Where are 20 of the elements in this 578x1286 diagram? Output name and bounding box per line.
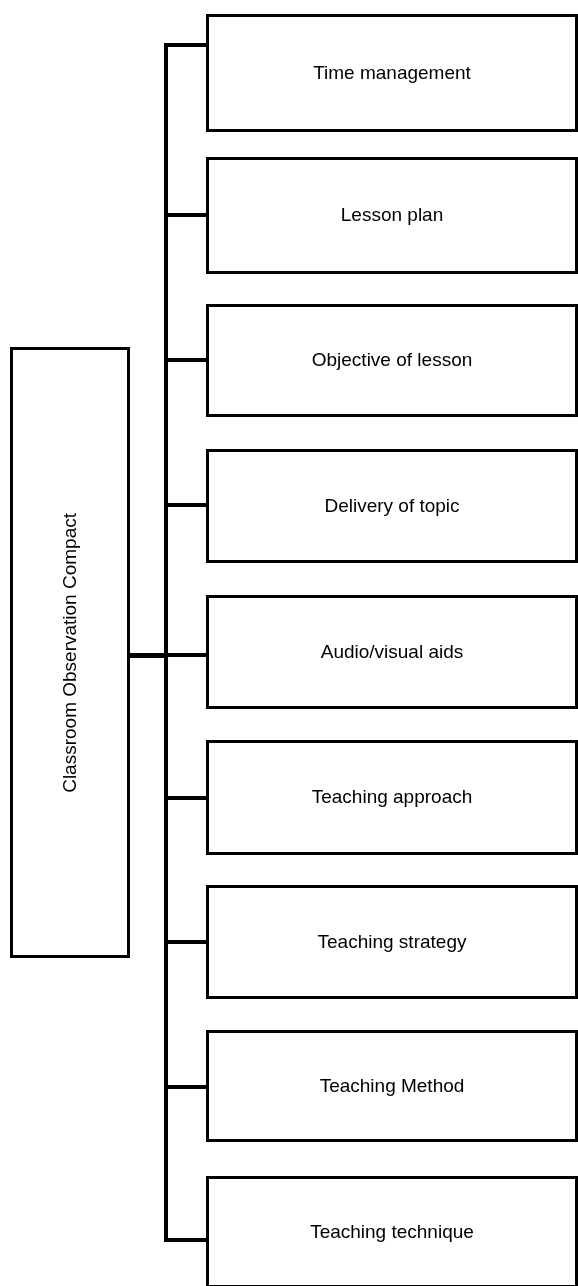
category-label: Time management — [313, 60, 471, 85]
category-box — [206, 740, 578, 855]
category-label: Teaching technique — [310, 1219, 474, 1244]
category-label: Lesson plan — [340, 203, 444, 228]
category-box — [206, 595, 578, 709]
category-label: Audio/visual aids — [320, 639, 464, 664]
category-label: Teaching Method — [319, 1073, 465, 1098]
root-box — [10, 347, 130, 958]
category-box — [206, 885, 578, 999]
category-box — [206, 304, 578, 417]
root-label: Classroom Observation Compact — [57, 512, 81, 793]
category-box — [206, 449, 578, 563]
category-label: Teaching strategy — [317, 929, 467, 954]
category-label: Teaching approach — [311, 785, 473, 810]
category-label: Delivery of topic — [324, 493, 460, 518]
category-label: Objective of lesson — [311, 348, 473, 373]
category-box — [206, 157, 578, 274]
category-box — [206, 1030, 578, 1142]
category-box — [206, 1176, 578, 1286]
category-box — [206, 14, 578, 132]
